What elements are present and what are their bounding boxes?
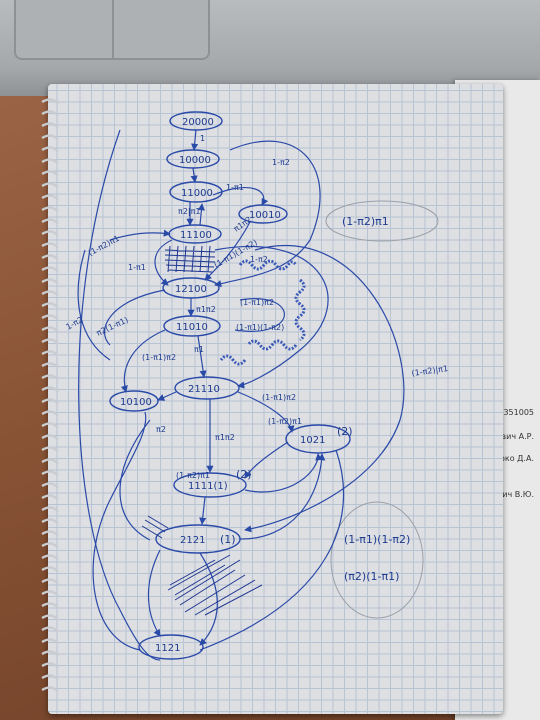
edge-label-e6: π1π2 <box>232 215 253 234</box>
sheet-line-3: око Д.А. <box>500 454 534 463</box>
edge-label-one: 1 <box>200 134 205 143</box>
node-1121 <box>138 634 204 660</box>
edge-label-e12: (1-π1)π2 <box>240 298 274 307</box>
label-12100: 12100 <box>175 284 207 295</box>
sheet-line-1: 351005 <box>503 408 534 417</box>
edge-label-e17: π2 <box>156 425 166 434</box>
side-note-1-oval <box>325 200 439 242</box>
label-10000: 10000 <box>179 155 211 166</box>
edge-label-e19: π1π2 <box>215 433 235 442</box>
side-note-2-oval <box>330 501 424 619</box>
state-mark-2121: (1) <box>220 533 236 546</box>
edge-label-e16: (1-π1)π2 <box>262 393 296 402</box>
edge-label-e18: (1-π2)π1 <box>268 417 302 426</box>
edge-label-e10: (1-π1)π2 <box>142 353 176 362</box>
edge-label-e1: 1-π1 <box>226 183 244 192</box>
node-1111 <box>173 472 247 498</box>
sheet-line-4: вич В.Ю. <box>497 490 534 499</box>
label-1021: 1021 <box>300 435 325 446</box>
notebook-page <box>48 84 503 714</box>
edge-label-e5: 1-π1 <box>128 263 146 272</box>
state-mark-1111: (2) <box>236 468 252 481</box>
edge-label-e20: (1-π2)π1 <box>176 471 210 480</box>
label-10100: 10100 <box>120 397 152 408</box>
label-20000: 20000 <box>182 117 214 128</box>
edge-label-e11: π1π2 <box>196 305 216 314</box>
label-1111: 1111(1) <box>188 481 228 492</box>
edge-label-e9: π2(1-π1) <box>95 315 130 338</box>
side-note-1: (1-π2)π1 <box>342 215 389 228</box>
label-10010: 10010 <box>249 210 281 221</box>
edge-label-e3: 1-π2 <box>272 158 290 167</box>
label-1121: 1121 <box>155 643 180 654</box>
edge-label-e2: π2|π1 <box>178 207 201 216</box>
side-note-3: (π2)(1-π1) <box>344 570 399 583</box>
label-2121: 2121 <box>180 535 205 546</box>
edge-label-e21: (1-π2)|π1 <box>411 364 449 378</box>
state-mark-1021: (2) <box>337 425 353 438</box>
laptop-palmrest <box>0 0 540 96</box>
edge-label-e15: (1-π1)(1-π2) <box>236 323 284 332</box>
label-11000: 11000 <box>181 188 213 199</box>
node-10100 <box>109 390 159 412</box>
node-1021 <box>285 424 351 454</box>
label-11010: 11010 <box>176 322 208 333</box>
edge-label-e8: 1-π2 <box>250 255 268 264</box>
label-21110: 21110 <box>188 384 220 395</box>
edge-label-e14: π1 <box>194 345 204 354</box>
laptop-trackpad <box>14 0 210 60</box>
sheet-line-2: вич А.Р. <box>501 432 534 441</box>
label-11100: 11100 <box>180 230 212 241</box>
side-note-2: (1-π1)(1-π2) <box>344 533 410 546</box>
scribble-loop <box>219 259 306 366</box>
spiral-binding <box>41 98 59 693</box>
